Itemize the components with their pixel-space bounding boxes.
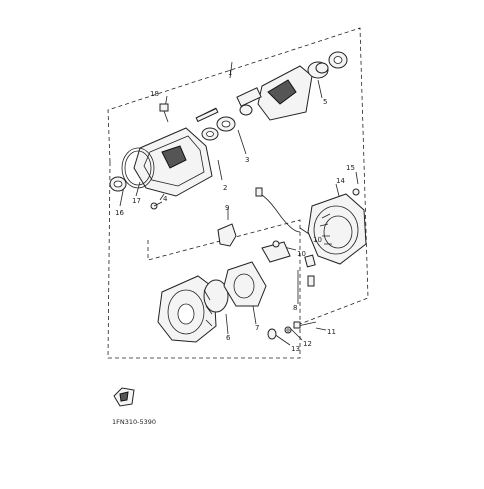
fasteners-11-12-13 [267,321,317,340]
rear-cover [307,188,367,265]
callout-16: 16 [115,209,124,217]
callout-1: 1 [228,69,232,77]
assembly-boundary [107,27,369,359]
callout-9: 9 [225,204,229,212]
callout-8: 8 [293,304,297,312]
callout-18: 18 [150,90,159,98]
callout-4: 4 [163,195,168,203]
callout-10-upper: 10 [313,236,322,244]
callout-6: 6 [226,334,231,342]
callout-5: 5 [323,98,327,106]
callout-7: 7 [255,324,259,332]
drawing-symbol-icon [113,387,135,407]
callout-labels: 1 2 3 4 5 6 7 8 9 10 10 11 12 13 14 15 1… [115,69,355,353]
callout-12: 12 [303,340,312,348]
washer-stack [195,104,253,141]
brush-holder-bracket [217,187,316,287]
callout-17: 17 [132,197,141,205]
stator-housing [109,127,213,197]
callout-3: 3 [245,156,249,164]
bolt-18 [159,103,169,123]
screw-4 [150,201,163,210]
callout-14: 14 [336,177,345,185]
callout-15: 15 [346,164,355,172]
callout-11: 11 [327,328,336,336]
rotor-assembly [236,51,348,121]
callout-13: 13 [291,345,300,353]
callout-10-lower: 10 [297,250,306,258]
drawing-code: 1FN310-5390 [112,418,156,426]
callout-2: 2 [223,184,227,192]
front-housing [157,261,267,343]
